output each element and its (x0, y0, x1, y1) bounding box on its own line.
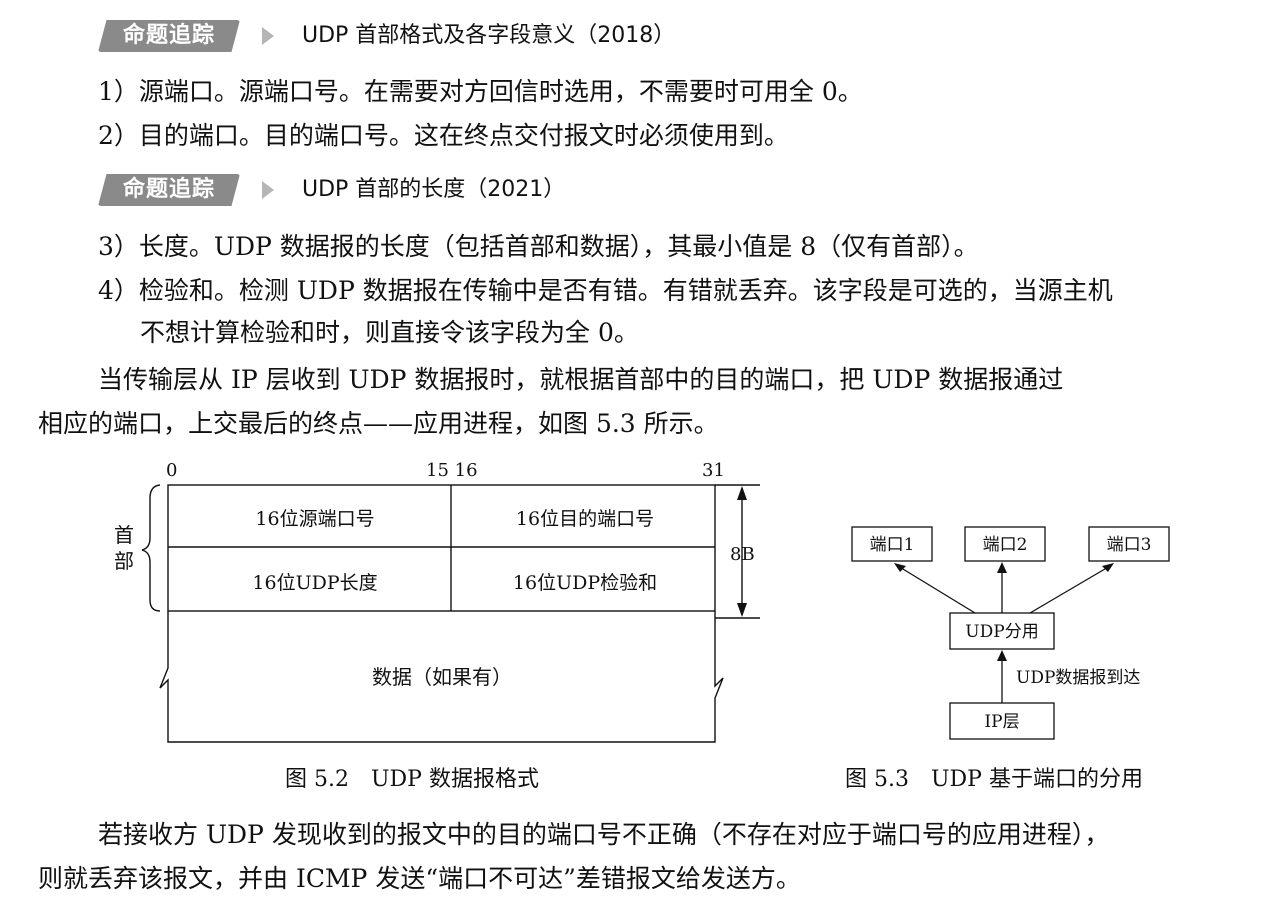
list-item: 2）目的端口。目的端口号。这在终点交付报文时必须使用到。 (98, 121, 789, 150)
topic-tag: 命题追踪 (98, 20, 240, 52)
paragraph-line: 相应的端口，上交最后的终点——应用进程，如图 5.3 所示。 (38, 409, 719, 438)
section-heading: UDP 首部格式及各字段意义（2018） (302, 23, 676, 48)
bit-label-31: 31 (702, 460, 725, 481)
arrow-to-port3 (1029, 565, 1111, 614)
field-src-port: 16位源端口号 (255, 508, 374, 530)
header-label-bottom: 部 (114, 549, 134, 573)
bit-label-0: 0 (166, 460, 177, 481)
port3-label: 端口3 (1107, 535, 1152, 555)
header-brace (141, 484, 161, 612)
list-item: 4）检验和。检测 UDP 数据报在传输中是否有错。有错就丢弃。该字段是可选的，当… (98, 276, 1113, 305)
arrowhead-icon (894, 563, 906, 572)
udp-demux-figure: 端口1 端口2 端口3 UDP分用 IP层 UDP数据报到达 (851, 526, 1170, 740)
arrowhead-icon (1102, 563, 1114, 572)
udp-datagram-format-figure: 0 15 16 31 首 部 16位源端口号 16位目的端口号 16位UDP长度… (114, 460, 760, 743)
field-length: 16位UDP长度 (252, 572, 377, 594)
field-checksum: 16位UDP检验和 (513, 572, 657, 594)
arrowhead-icon (997, 562, 1007, 573)
arrow-down-icon (737, 603, 747, 617)
arrowhead-icon (997, 650, 1007, 661)
triangle-icon (262, 181, 274, 199)
ip-layer-label: IP层 (984, 712, 1019, 732)
paragraph-line: 当传输层从 IP 层收到 UDP 数据报时，就根据首部中的目的端口，把 UDP … (98, 365, 1064, 394)
list-item: 3）长度。UDP 数据报的长度（包括首部和数据），其最小值是 8（仅有首部）。 (98, 232, 979, 261)
bit-label-15-16: 15 16 (426, 460, 478, 481)
udp-demux-label: UDP分用 (965, 622, 1038, 642)
arrow-to-port1 (897, 565, 976, 614)
data-box (159, 611, 724, 743)
port3-box (1088, 526, 1170, 562)
arrive-label: UDP数据报到达 (1016, 668, 1140, 688)
paragraph-line: 则就丢弃该报文，并由 ICMP 发送“端口不可达”差错报文给发送方。 (38, 864, 801, 893)
port2-label: 端口2 (983, 535, 1028, 555)
topic-tag: 命题追踪 (98, 174, 240, 206)
paragraph-line: 若接收方 UDP 发现收到的报文中的目的端口号不正确（不存在对应于端口号的应用进… (98, 820, 1110, 849)
port1-label: 端口1 (870, 535, 915, 555)
figure-caption-5-2: 图 5.2 UDP 数据报格式 (285, 767, 539, 792)
header-box (167, 484, 716, 612)
arrow-up-icon (737, 486, 747, 500)
list-item: 1）源端口。源端口号。在需要对方回信时选用，不需要时可用全 0。 (98, 77, 863, 106)
port1-box (851, 526, 933, 562)
data-label: 数据（如果有） (372, 665, 512, 689)
section-heading: UDP 首部的长度（2021） (302, 177, 566, 202)
port2-box (964, 526, 1046, 562)
field-dst-port: 16位目的端口号 (516, 508, 654, 530)
figure-caption-5-3: 图 5.3 UDP 基于端口的分用 (845, 767, 1143, 792)
triangle-icon (262, 27, 274, 45)
header-label-top: 首 (114, 523, 134, 547)
list-item-continuation: 不想计算检验和时，则直接令该字段为全 0。 (140, 318, 639, 347)
